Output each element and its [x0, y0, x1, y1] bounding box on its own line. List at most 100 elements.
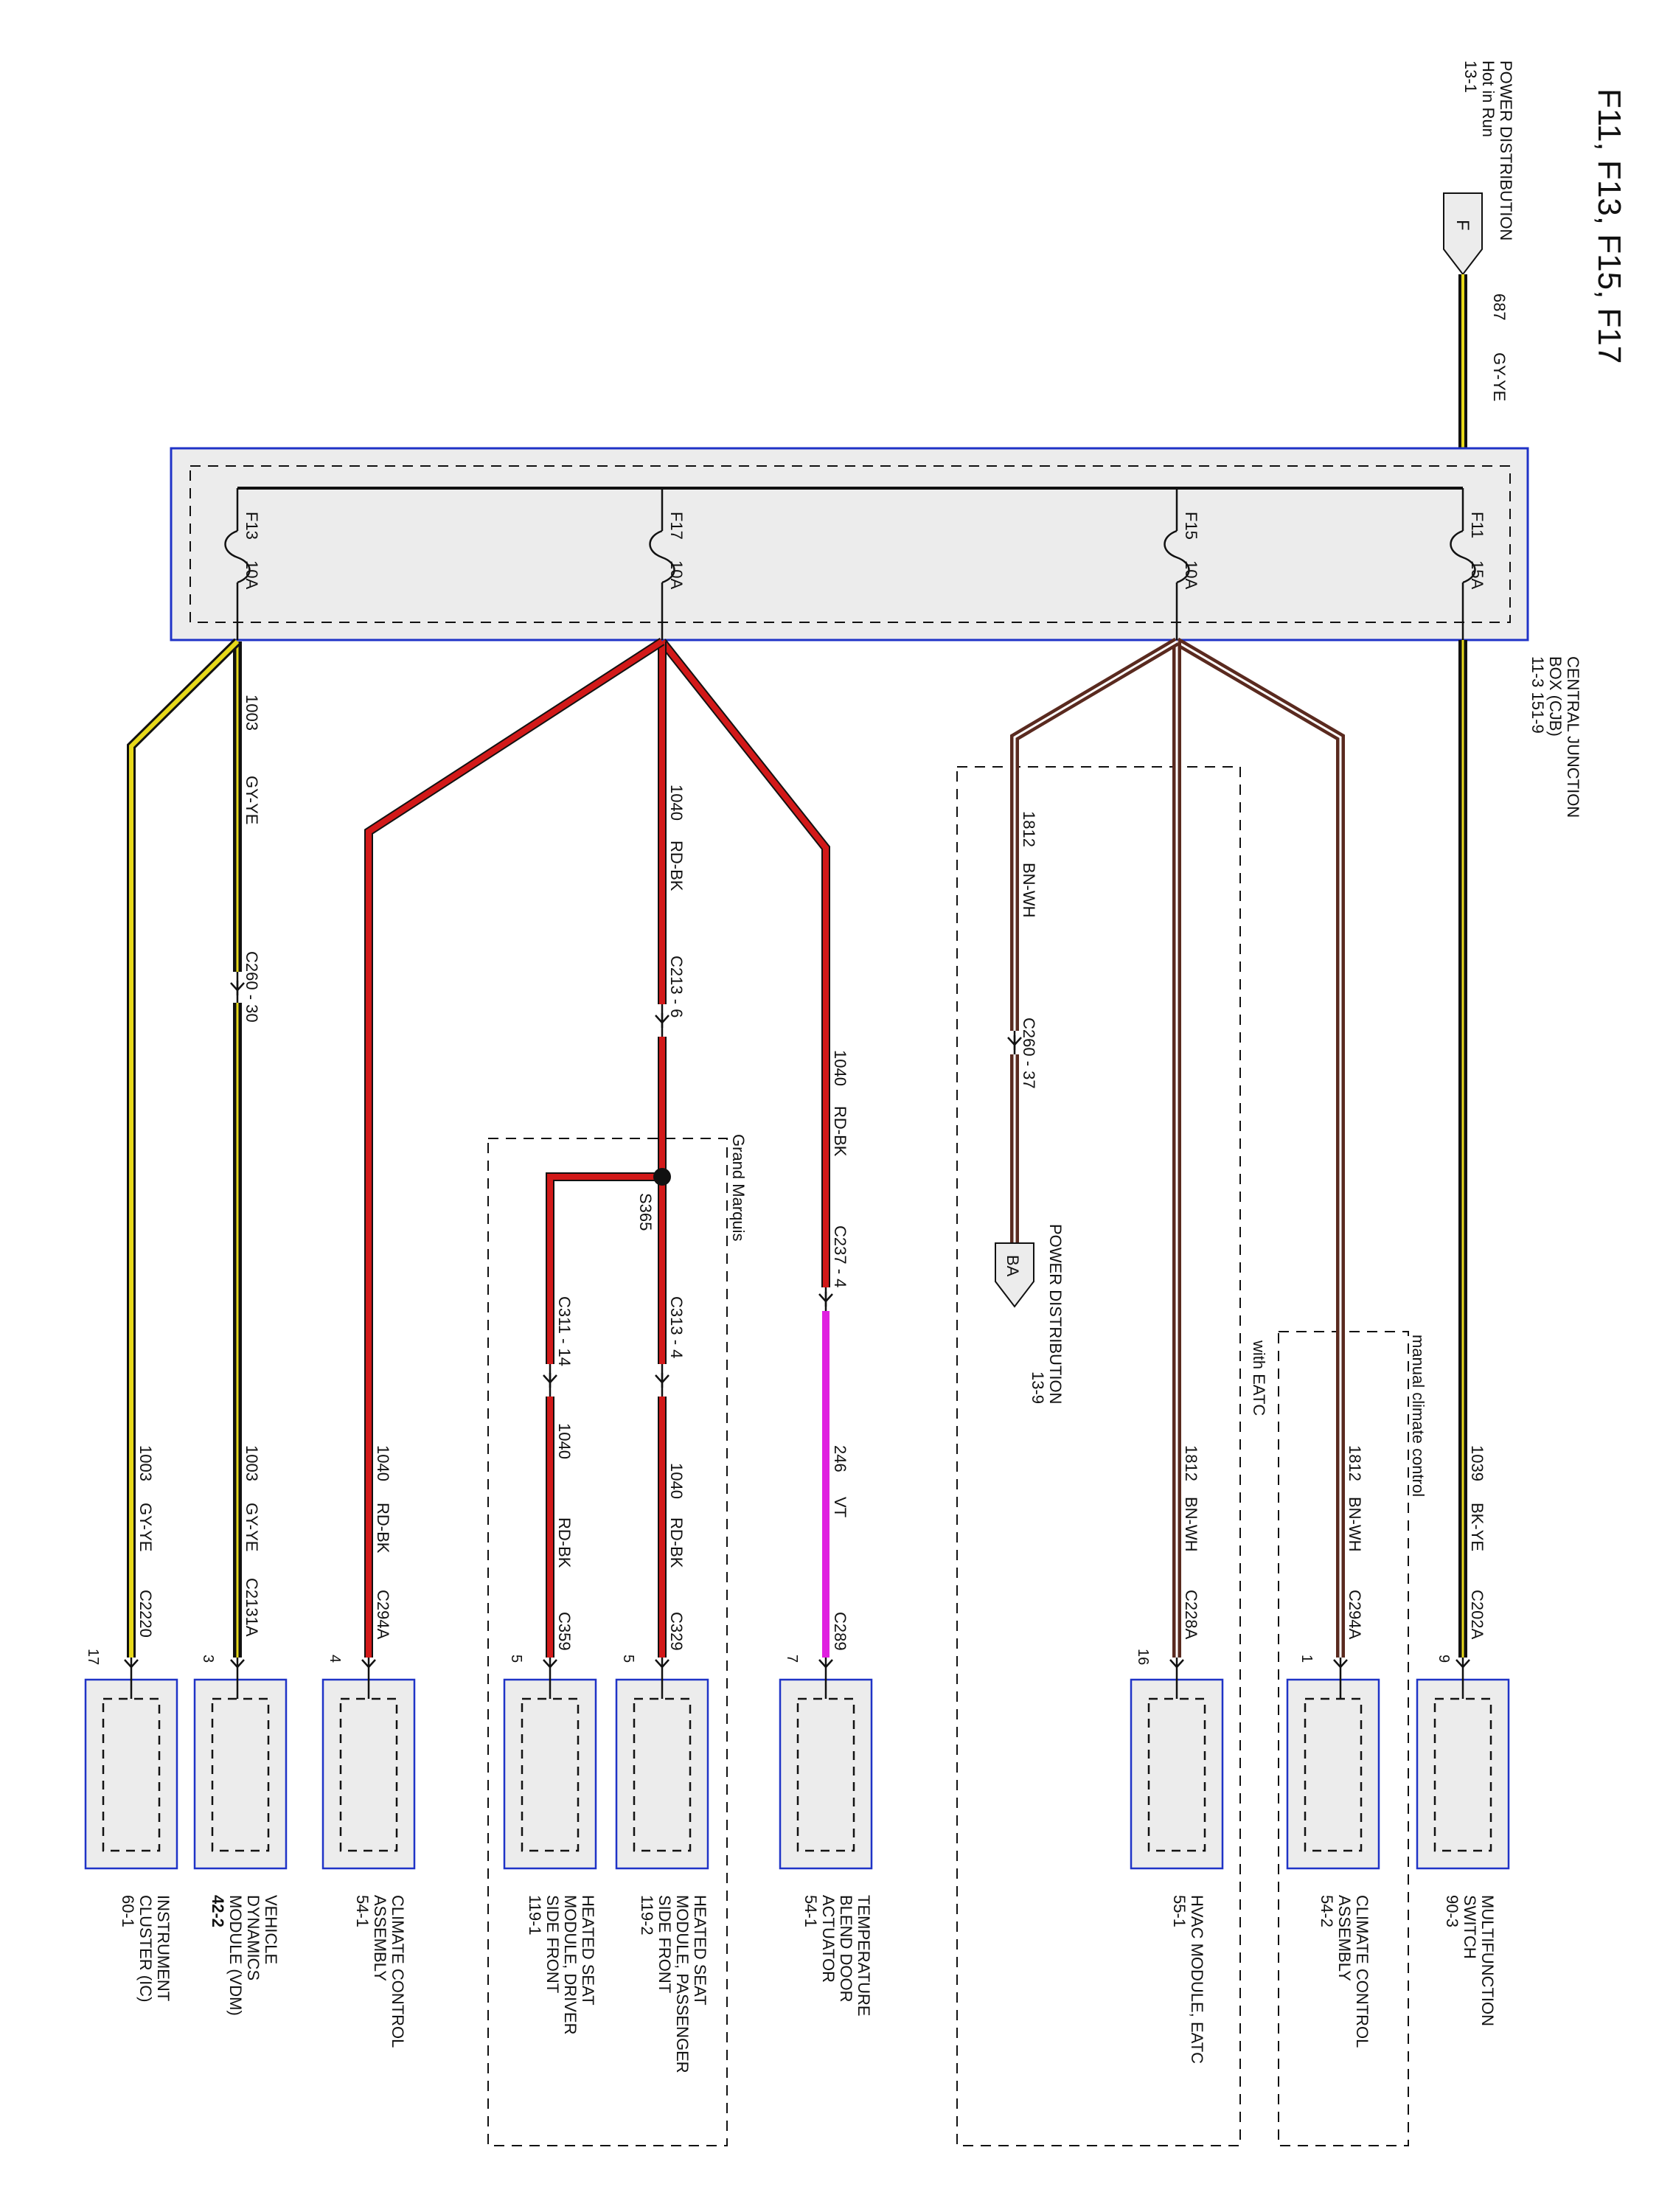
power-distribution-source: POWER DISTRIBUTION Hot in Run 13-1 F 687…: [1443, 60, 1515, 401]
module-name-line2: 55-1: [1170, 1895, 1189, 1927]
cjb-label-line2: BOX (CJB): [1546, 656, 1565, 737]
fuse-f13-name: F13: [243, 512, 261, 540]
wire-1040-pass-color: RD-BK: [667, 1517, 686, 1568]
splice-s365: [653, 1168, 671, 1186]
module-name-line1: INSTRUMENT: [154, 1895, 173, 2001]
inline-connector-c311-14: [542, 1371, 558, 1389]
c260-37-label: C260 - 37: [1020, 1018, 1038, 1089]
c313-4-label: C313 - 4: [667, 1296, 686, 1358]
module-name-line1: MULTIFUNCTION: [1478, 1895, 1497, 2026]
module-name-line1: TEMPERATURE: [855, 1895, 873, 2017]
module-name-line4: 54-1: [801, 1895, 820, 1927]
module-name-line2: ASSEMBLY: [371, 1895, 389, 1981]
wire-1003-group: [127, 638, 242, 1658]
power-distribution-ba: BA POWER DISTRIBUTION 13-9: [995, 1224, 1065, 1404]
module-name-line2: DYNAMICS: [244, 1895, 262, 1980]
wire-1812-manual-color: BN-WH: [1346, 1497, 1364, 1552]
module-name-line2: BLEND DOOR: [837, 1895, 855, 2002]
wire-1040-drv-circuit: 1040: [555, 1423, 574, 1459]
source-wire-color: GY-YE: [1490, 352, 1509, 401]
wire-1812-manual-circuit: 1812: [1346, 1445, 1364, 1481]
wire-1812-group: [1010, 637, 1345, 1658]
module-pin: 5: [508, 1655, 524, 1663]
wire-1812-pd-circuit: 1812: [1020, 811, 1038, 847]
diagram-title: F11, F13, F15, F17: [1591, 88, 1627, 364]
wire-1040-tbda-circuit: 1040: [831, 1050, 849, 1086]
module-instrument-cluster: C2220 17 INSTRUMENT CLUSTER (IC) 60-1: [84, 1590, 178, 2002]
inline-connector-c260-30: [229, 979, 246, 997]
fuse-f11-name: F11: [1468, 512, 1486, 538]
module-name-line3: ACTUATOR: [819, 1895, 838, 1983]
module-name-line2: MODULE, DRIVER: [561, 1895, 580, 2034]
module-connector: C228A: [1182, 1590, 1200, 1640]
wire-1003-vdm-color: GY-YE: [243, 1503, 261, 1551]
fuse-f15: F15 10A: [1164, 488, 1200, 640]
wire-1003-ic-circuit: 1003: [136, 1445, 155, 1481]
module-pin: 1: [1298, 1655, 1315, 1663]
wire-1812-eatc-color: BN-WH: [1182, 1497, 1200, 1552]
module-connector: C202A: [1468, 1590, 1486, 1640]
inline-connector-c313-4: [654, 1371, 670, 1389]
wire-1003-vdm-circuit: 1003: [243, 1445, 261, 1481]
module-vehicle-dynamics: C2131A 3 VEHICLE DYNAMICS MODULE (VDM) 4…: [193, 1578, 288, 2016]
module-name-line2: CLUSTER (IC): [136, 1895, 155, 2002]
fuse-f15-name: F15: [1182, 512, 1200, 540]
module-connector: C294A: [374, 1590, 392, 1640]
module-climate-control-assembly: C294A 4 CLIMATE CONTROL ASSEMBLY 54-1: [321, 1590, 416, 2048]
module-name-line4: 119-1: [526, 1895, 544, 1935]
module-name-line3: 54-1: [353, 1895, 372, 1927]
module-name-line1: HEATED SEAT: [691, 1895, 709, 2006]
source-pin-tag: [1443, 192, 1483, 276]
fuse-f15-rating: 10A: [1182, 560, 1200, 589]
fuse-f11-rating: 15A: [1468, 560, 1486, 589]
ba-label-line1: POWER DISTRIBUTION: [1046, 1224, 1065, 1404]
module-heated-seat-driver: C359 5 HEATED SEAT MODULE, DRIVER SIDE F…: [503, 1612, 597, 2034]
module-name-line2: ASSEMBLY: [1335, 1895, 1354, 1981]
module-name-line1: HVAC MODULE, EATC: [1188, 1895, 1206, 2064]
module-pin: 3: [200, 1655, 216, 1663]
module-climate-control-assembly-manual: C294A 1 CLIMATE CONTROL ASSEMBLY 54-2: [1286, 1590, 1380, 2048]
module-pin: 7: [784, 1655, 800, 1663]
module-pin: 4: [327, 1655, 343, 1663]
fuse-f13: F13 10A: [224, 488, 261, 640]
central-junction-box: CENTRAL JUNCTION BOX (CJB) 11-3 151-9 F1…: [170, 447, 1582, 818]
wire-1040-tbda-color: RD-BK: [831, 1106, 849, 1157]
wire-1003-ic-color: GY-YE: [136, 1503, 155, 1551]
fuse-f17-name: F17: [667, 512, 686, 540]
source-label-line1: POWER DISTRIBUTION: [1497, 60, 1515, 240]
fuse-f17-rating: 10A: [667, 560, 686, 589]
c237-4-label: C237 - 4: [831, 1225, 849, 1287]
module-name-line2: SWITCH: [1461, 1895, 1479, 1959]
module-pin: 9: [1436, 1655, 1452, 1663]
module-connector: C2131A: [243, 1578, 261, 1637]
source-circuit: 687: [1490, 293, 1509, 321]
wire-1040-pass-circuit: 1040: [667, 1463, 686, 1499]
ba-label-line2: 13-9: [1029, 1371, 1047, 1404]
group-box-eatc: [956, 766, 1241, 2146]
module-pin: 16: [1135, 1649, 1151, 1665]
module-connector: C2220: [136, 1590, 155, 1638]
wire-246-color: VT: [831, 1497, 849, 1517]
module-hvac-eatc: C228A 16 HVAC MODULE, EATC 55-1: [1130, 1590, 1224, 2064]
module-name-line4: 42-2: [209, 1895, 227, 1927]
module-name-line3: 54-2: [1318, 1895, 1336, 1927]
group-label-grand-marquis: Grand Marquis: [729, 1134, 748, 1242]
wire-246-circuit: 246: [831, 1445, 849, 1472]
module-name-line1: HEATED SEAT: [579, 1895, 597, 2006]
module-name-line1: CLIMATE CONTROL: [389, 1895, 407, 2048]
module-multifunction-switch: C202A 9 MULTIFUNCTION SWITCH 90-3: [1416, 1590, 1510, 2026]
wire-1003-top-circuit: 1003: [243, 695, 261, 731]
wire-1812-pd-color: BN-WH: [1020, 863, 1038, 918]
wire-1040-main-color: RD-BK: [667, 841, 686, 891]
ba-pin-label: BA: [1004, 1255, 1022, 1277]
wire-1039-color: BK-YE: [1468, 1503, 1486, 1551]
module-connector: C329: [667, 1612, 686, 1651]
module-connector: C289: [831, 1612, 849, 1651]
wire-1040-drv-color: RD-BK: [555, 1517, 574, 1568]
group-label-eatc: with EATC: [1250, 1340, 1268, 1416]
module-name-line3: MODULE (VDM): [226, 1895, 245, 2016]
module-name-line3: 90-3: [1443, 1895, 1461, 1927]
fuse-f11: F11 15A: [1450, 488, 1486, 640]
source-label-line3: 13-1: [1461, 60, 1480, 93]
inline-connector-c260-37: [1006, 1034, 1023, 1051]
